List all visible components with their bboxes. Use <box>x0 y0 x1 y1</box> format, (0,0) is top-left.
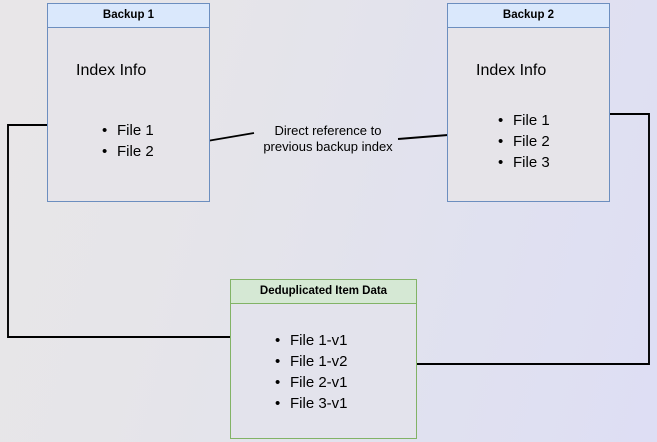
list-item: File 2-v1 <box>275 372 348 393</box>
node-backup-1-body: Index Info File 1 File 2 <box>48 28 209 201</box>
list-item: File 2 <box>498 131 550 152</box>
list-item: File 1-v1 <box>275 330 348 351</box>
list-item: File 3-v1 <box>275 393 348 414</box>
node-deduplicated-item-data-body: File 1-v1 File 1-v2 File 2-v1 File 3-v1 <box>231 304 416 438</box>
list-item: File 2 <box>102 141 154 162</box>
backup-2-file-list: File 1 File 2 File 3 <box>498 110 550 173</box>
list-item: File 1 <box>102 120 154 141</box>
node-backup-1-header: Backup 1 <box>48 4 209 28</box>
list-item: File 1-v2 <box>275 351 348 372</box>
node-deduplicated-item-data-header: Deduplicated Item Data <box>231 280 416 304</box>
deduplicated-file-list: File 1-v1 File 1-v2 File 2-v1 File 3-v1 <box>275 330 348 414</box>
node-backup-2-body: Index Info File 1 File 2 File 3 <box>448 28 609 201</box>
node-deduplicated-item-data[interactable]: Deduplicated Item Data File 1-v1 File 1-… <box>230 279 417 439</box>
backup-1-file-list: File 1 File 2 <box>102 120 154 162</box>
node-backup-1[interactable]: Backup 1 Index Info File 1 File 2 <box>47 3 210 202</box>
node-backup-2-header: Backup 2 <box>448 4 609 28</box>
list-item: File 3 <box>498 152 550 173</box>
node-backup-2[interactable]: Backup 2 Index Info File 1 File 2 File 3 <box>447 3 610 202</box>
list-item: File 1 <box>498 110 550 131</box>
backup-1-index-info-label: Index Info <box>76 62 147 79</box>
edge-label-direct-reference: Direct reference to previous backup inde… <box>263 123 393 154</box>
backup-2-index-info-label: Index Info <box>476 62 547 79</box>
